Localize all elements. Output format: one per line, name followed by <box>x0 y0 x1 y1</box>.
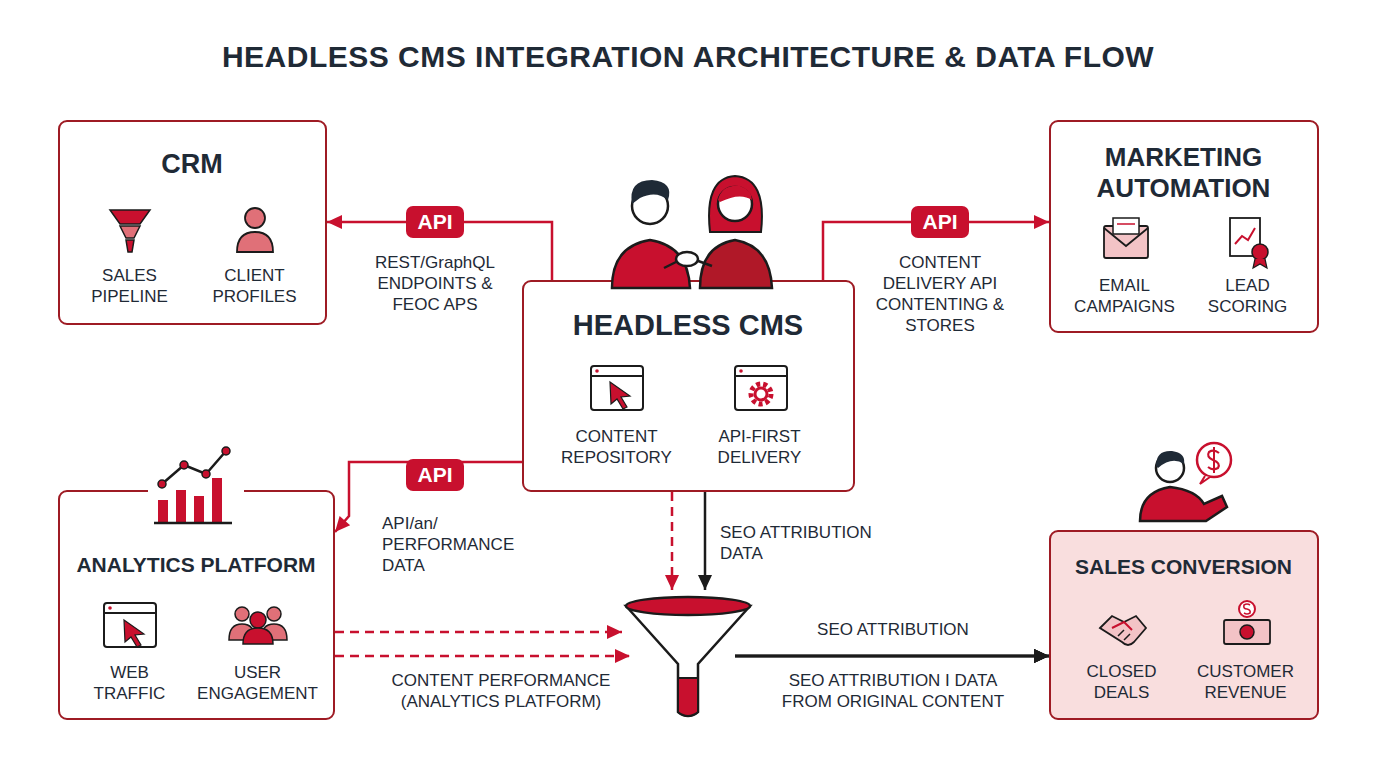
box-item-label: EMAIL CAMPAIGNS <box>1066 275 1184 317</box>
box-heading: ANALYTICS PLATFORM <box>58 552 335 577</box>
arrow-head <box>1034 649 1049 663</box>
funnel-illustration <box>626 597 750 716</box>
arrow-head <box>1034 649 1049 663</box>
diagram-title: HEADLESS CMS INTEGRATION ARCHITECTURE & … <box>0 40 1376 74</box>
process-box: MARKETING AUTOMATION EMAIL CAMPAIGNS LEAD … <box>1049 120 1319 333</box>
arrow-head <box>665 575 679 590</box>
salesperson-illustration <box>1140 443 1231 521</box>
api-badge: API <box>406 459 464 491</box>
annotation-text: SEO ATTRIBUTION I DATA FROM ORIGINAL CON… <box>763 670 1023 712</box>
annotation-text: REST/GraphQL ENDPOINTS & FEOC APS <box>370 252 500 315</box>
connector-line <box>335 655 630 658</box>
box-item-label: API-FIRST DELIVERY <box>695 426 825 468</box>
connector-line <box>735 655 1049 658</box>
process-box: SALES CONVERSION CLOSED DEALS CUSTOMER REV… <box>1049 530 1319 720</box>
box-item-label: USER ENGAGEMENT <box>194 662 322 704</box>
box-item-label: WEB TRAFFIC <box>82 662 177 704</box>
process-box: ANALYTICS PLATFORM WEB TRAFFIC USER ENGAGE… <box>58 490 335 720</box>
box-item-label: CUSTOMER REVENUE <box>1183 661 1308 703</box>
connector-label: CONTENT PERFORMANCE (ANALYTICS PLATFORM) <box>376 670 626 712</box>
api-badge: API <box>406 206 464 238</box>
box-item-label: LEAD SCORING <box>1195 275 1300 317</box>
connector-arrow <box>698 492 1049 663</box>
connector-arrow <box>665 492 1049 663</box>
connector-arrow <box>335 649 1049 663</box>
box-heading: HEADLESS CMS <box>522 308 855 343</box>
process-box: CRM SALES PIPELINE CLIENT PROFILES <box>58 120 327 325</box>
connector-line <box>735 655 1049 658</box>
arrow-head <box>615 649 630 663</box>
connector-line <box>335 631 622 634</box>
box-item-label: CLOSED DEALS <box>1074 661 1169 703</box>
arrow-head <box>1034 215 1049 229</box>
connector-line <box>735 655 1049 658</box>
api-badge: API <box>911 206 969 238</box>
arrow-head <box>698 575 712 590</box>
connector-line <box>735 655 1049 658</box>
arrow-head <box>327 215 342 229</box>
connector-label: SEO ATTRIBUTION DATA <box>720 522 900 564</box>
box-heading: SALES CONVERSION <box>1049 554 1319 579</box>
box-item-label: CLIENT PROFILES <box>202 265 307 307</box>
box-item-label: SALES PIPELINE <box>77 265 182 307</box>
arrow-head <box>607 625 622 639</box>
box-heading: MARKETING AUTOMATION <box>1069 142 1299 204</box>
box-item-label: CONTENT REPOSITORY <box>552 426 682 468</box>
box-heading: CRM <box>58 148 327 180</box>
arrow-head <box>335 516 350 532</box>
process-box: HEADLESS CMS CONTENT REPOSITORY API-FIRST … <box>522 280 855 492</box>
annotation-text: CONTENT DELIVERY API CONTENTING & STORES <box>870 252 1010 336</box>
arrow-head <box>1034 649 1049 663</box>
annotation-text: API/an/ PERFORMANCE DATA <box>382 513 522 576</box>
annotation-text: SEO ATTRIBUTION <box>768 619 1018 640</box>
arrow-head <box>1034 649 1049 663</box>
people-handshake-illustration <box>612 176 772 288</box>
